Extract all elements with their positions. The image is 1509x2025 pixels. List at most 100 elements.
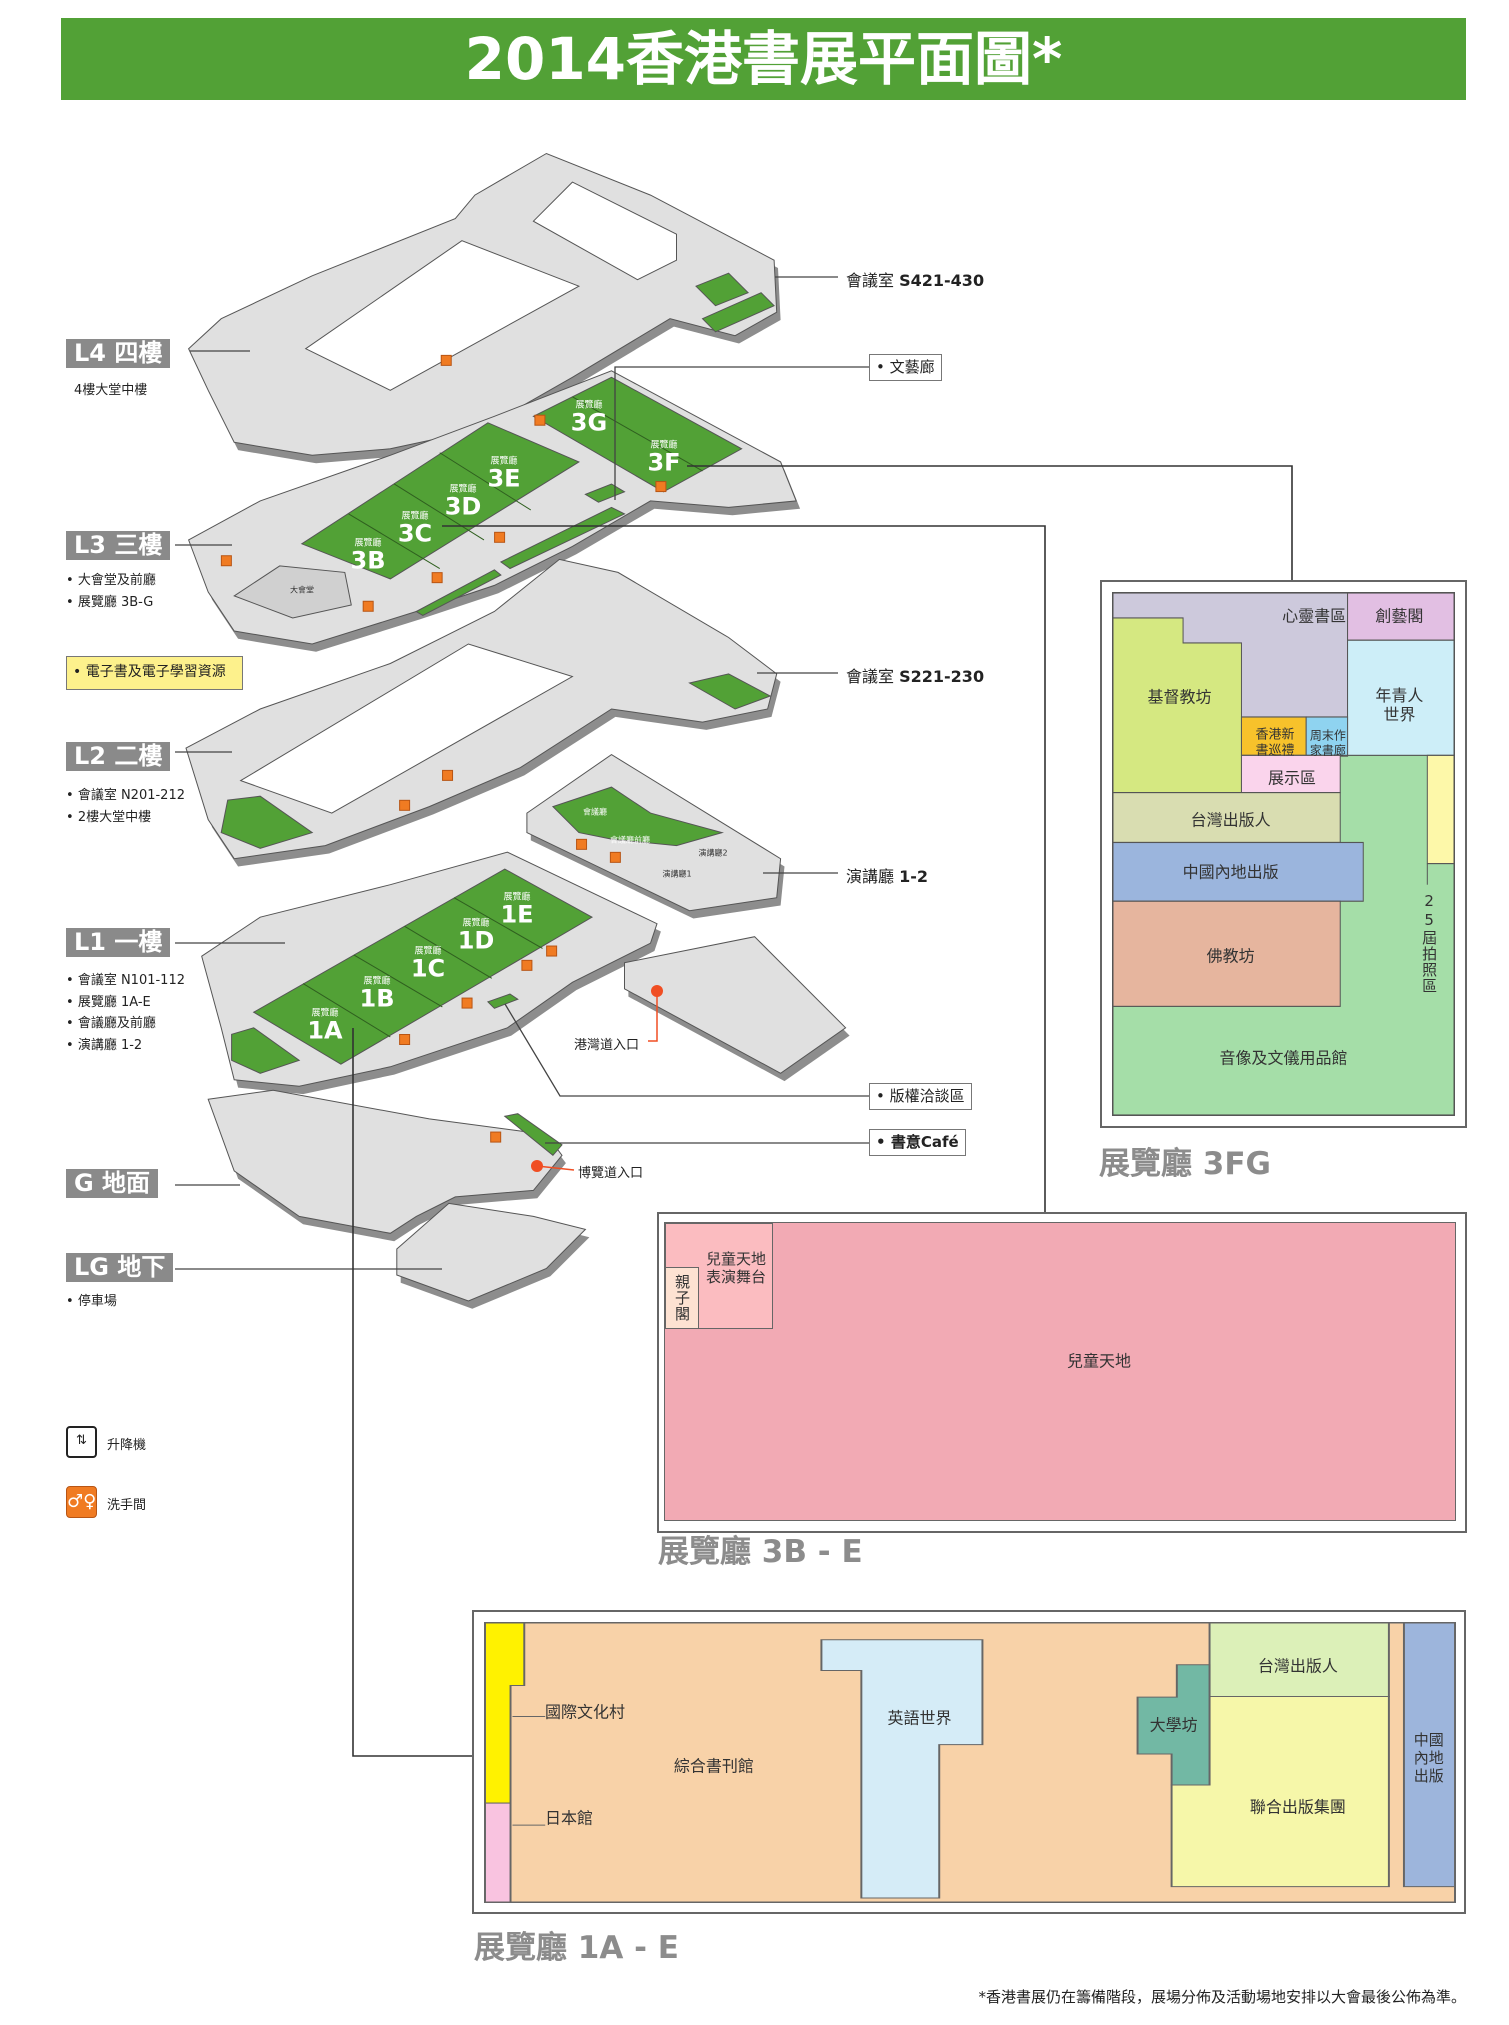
zone-photo <box>1426 754 1454 865</box>
hall-divider <box>404 925 493 979</box>
callout-cafe: 書意Café <box>869 1129 966 1156</box>
zone-label: 創藝閣 <box>1375 606 1424 626</box>
toilet-icon <box>546 945 558 957</box>
zone-university <box>1136 1664 1211 1786</box>
leader-copyright <box>504 1003 869 1097</box>
zone-international <box>485 1623 526 1804</box>
footnote: *香港書展仍在籌備階段，展場分佈及活動場地安排以大會最後公佈為準。 <box>978 1988 1466 2006</box>
theatre-1-label: 演講廳1 <box>662 869 692 879</box>
harbour-road-entrance-label: 港灣道入口 <box>574 1038 640 1053</box>
zone-label: 香港新書巡禮 <box>1255 727 1295 759</box>
floor-label-l3: L3 三樓 <box>66 531 171 560</box>
toilet-icon <box>521 959 533 971</box>
zone-parent-child <box>665 1267 699 1329</box>
hall-3fg-title: 展覽廳 3FG <box>1099 1146 1271 1182</box>
zone-label: 中國內地出版 <box>1182 862 1279 882</box>
zone-label: 國際文化村 <box>545 1702 626 1722</box>
hall-1ae-title: 展覽廳 1A - E <box>474 1930 679 1966</box>
floor-label-lg: LG 地下 <box>66 1253 174 1282</box>
conference-hall-label: 會議廳 <box>583 807 607 817</box>
zone-label: 英語世界 <box>887 1708 952 1728</box>
zone-youth-world <box>1347 639 1454 756</box>
floor-harbour-block <box>624 936 847 1074</box>
grand-hall-floor <box>233 565 352 619</box>
floor-l3-item: 展覽廳 3B-G <box>66 591 154 610</box>
callout-gallery: 文藝廊 <box>869 354 942 381</box>
hall-divider <box>302 983 391 1038</box>
zone-label: 周末作家書廊 <box>1309 728 1346 758</box>
leader-gallery <box>614 366 869 500</box>
floor-l1-item: 會議廳及前廳 <box>66 1012 156 1031</box>
zone-label: 中國內地出版 <box>1413 1731 1444 1786</box>
leader-hall-3be <box>442 525 1046 1212</box>
floor-l4-atrium <box>304 240 581 391</box>
toilet-icon <box>494 531 506 543</box>
zone-display <box>1240 754 1341 794</box>
leader-hall-3fg <box>687 465 1293 580</box>
legend-elevator-label: 升降機 <box>107 1438 147 1453</box>
hall-3be-map: 兒童天地表演舞台 親子閣 兒童天地 <box>664 1222 1456 1521</box>
zone-label: 兒童天地表演舞台 <box>705 1250 766 1286</box>
hall-divider <box>453 897 543 949</box>
leader-harbour-entrance <box>648 991 658 1042</box>
elevator-icon: ⇅ <box>66 1426 97 1458</box>
toilet-icon <box>220 555 232 567</box>
toilet-icon <box>440 354 452 366</box>
meeting-rooms-n201 <box>220 795 314 849</box>
callout-s421: 會議室 S421-430 <box>846 271 985 290</box>
floor-g <box>207 1089 563 1234</box>
zone-label: 展示區 <box>1268 768 1317 788</box>
expo-drive-entrance-label: 博覽道入口 <box>578 1166 644 1181</box>
zone-label: 兒童天地 <box>1066 1351 1132 1371</box>
zone-mainland <box>1113 841 1364 902</box>
meeting-rooms-s421 <box>701 292 775 333</box>
hall-divider <box>572 396 703 472</box>
hall-3be-title: 展覽廳 3B - E <box>658 1534 863 1570</box>
hall-divider <box>348 513 440 569</box>
floor-l2-item: 2樓大堂中樓 <box>66 806 151 825</box>
halls-1a-1e <box>252 868 594 1065</box>
zone-japan <box>485 1802 512 1902</box>
leader-expo-entrance <box>536 1165 575 1171</box>
legend-toilet-label: 洗手間 <box>107 1498 147 1513</box>
zone-christian <box>1113 617 1242 794</box>
floor-label-g: G 地面 <box>66 1169 159 1198</box>
hall-1ae-map: 國際文化村 日本館 綜合書刊館 英語世界 大學坊 台灣出版人 聯合出版集團 中國… <box>484 1622 1456 1903</box>
toilet-icon <box>362 600 374 612</box>
halls-3b-3e <box>300 422 580 580</box>
zone-english <box>820 1639 984 1899</box>
zone-label: 大學坊 <box>1149 1715 1198 1735</box>
floor-l1-item: 演講廳 1-2 <box>66 1034 142 1053</box>
hall-divider <box>393 483 485 541</box>
harbour-road-entrance-marker <box>651 985 663 997</box>
meeting-rooms-s221 <box>688 673 772 710</box>
floor-label-l2: L2 二樓 <box>66 742 171 771</box>
floor-l1-item: 會議室 N101-112 <box>66 969 185 988</box>
toilet-icon <box>399 799 411 811</box>
floor-l1-item: 展覽廳 1A-E <box>66 991 151 1010</box>
meeting-rooms-s421 <box>695 272 749 307</box>
toilet-icon <box>461 997 473 1009</box>
zone-label: 聯合出版集團 <box>1249 1797 1346 1817</box>
zone-label: 基督教坊 <box>1147 687 1212 707</box>
grand-hall-label: 大會堂 <box>290 585 314 595</box>
zone-label: 25屆拍照區 <box>1420 891 1439 994</box>
callout-theatre: 演講廳 1-2 <box>846 867 929 886</box>
toilet-icon <box>431 572 443 584</box>
hall-1ae-panel: 國際文化村 日本館 綜合書刊館 英語世界 大學坊 台灣出版人 聯合出版集團 中國… <box>472 1610 1466 1914</box>
hall-divider <box>353 954 443 1008</box>
callout-copyright-zone: 版權洽談區 <box>869 1083 972 1110</box>
meeting-rooms-n101 <box>231 1027 301 1074</box>
toilet-icon <box>490 1131 502 1143</box>
floor-label-l1: L1 一樓 <box>66 928 171 957</box>
